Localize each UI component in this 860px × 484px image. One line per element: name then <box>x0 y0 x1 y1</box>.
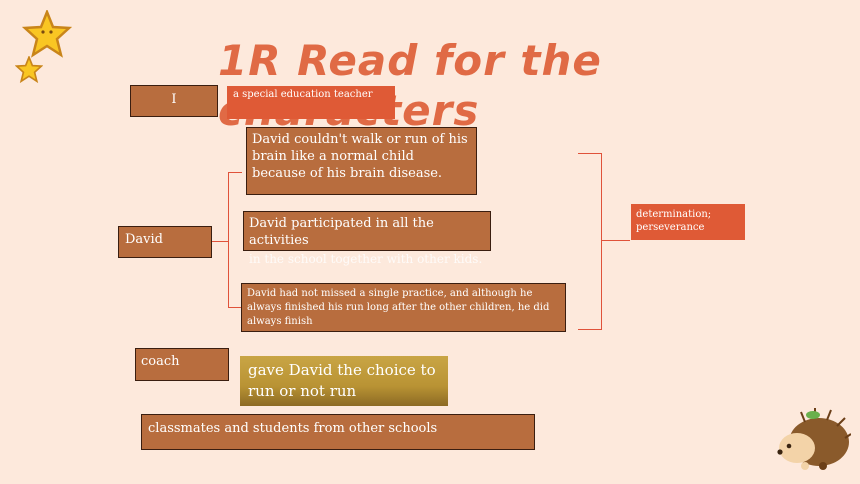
classmates-box: classmates and students from other schoo… <box>141 414 535 450</box>
trait-bracket <box>578 153 602 330</box>
character-david-box: David <box>118 226 212 258</box>
david-description-2-overflow: in the school together with other kids. <box>249 252 483 266</box>
hedgehog-icon <box>777 408 851 470</box>
david-description-1: David couldn't walk or run of his brain … <box>246 127 477 195</box>
david-description-3: David had not missed a single practice, … <box>241 283 566 332</box>
coach-box: coach <box>135 348 229 381</box>
david-connector <box>212 241 228 242</box>
trait-box: determination; perseverance <box>631 204 745 240</box>
david-bracket <box>228 172 242 308</box>
character-i-description: a special education teacher <box>227 86 395 119</box>
star-icon <box>15 56 43 83</box>
coach-description: gave David the choice to run or not run <box>240 356 448 406</box>
star-icon <box>22 10 72 58</box>
trait-connector <box>602 240 630 241</box>
david-description-2: David participated in all the activities <box>243 211 491 251</box>
character-i-box: I <box>130 85 218 117</box>
